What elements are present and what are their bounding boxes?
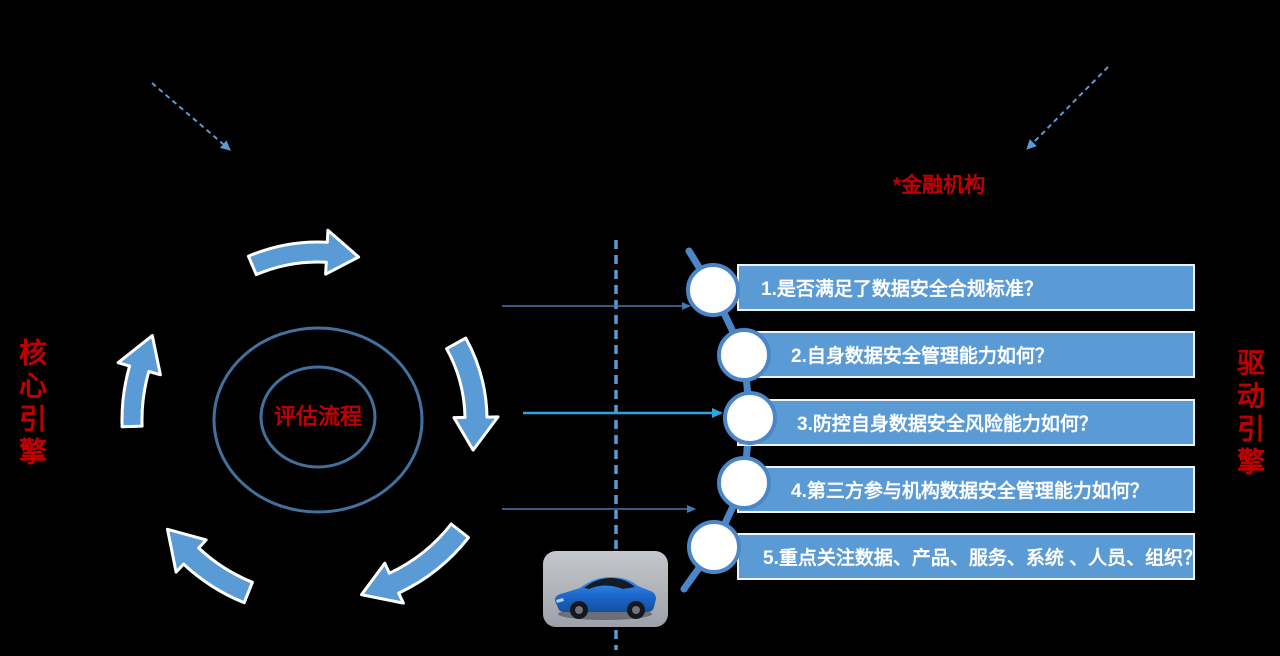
chain-node-4 bbox=[717, 456, 771, 510]
car-roof-glass bbox=[584, 578, 635, 589]
process-outer-circle bbox=[212, 326, 424, 514]
question-text-4: 4.第三方参与机构数据安全管理能力如何？ bbox=[791, 481, 1149, 502]
question-text-1: 1.是否满足了数据安全合规标准？ bbox=[761, 279, 1043, 300]
question-bar-2: 2.自身数据安全管理能力如何？ bbox=[737, 331, 1195, 378]
evaluation-process-label: 评估流程 bbox=[273, 404, 362, 429]
question-bar-4: 4.第三方参与机构数据安全管理能力如何？ bbox=[737, 466, 1195, 513]
financial-institution-label: *金融机构 bbox=[893, 174, 986, 197]
car-image bbox=[543, 551, 668, 627]
chain-node-1 bbox=[686, 263, 740, 317]
process-inner-circle bbox=[259, 365, 377, 469]
chain-node-2 bbox=[717, 328, 771, 382]
cycle-arrow-left bbox=[116, 334, 162, 429]
cycle-arrow-bottom-left bbox=[166, 527, 254, 605]
chain-node-5 bbox=[687, 520, 741, 574]
question-bar-3: 3.防控自身数据安全风险能力如何？ bbox=[737, 399, 1195, 446]
cycle-arrow-top bbox=[246, 228, 361, 277]
chain-node-3 bbox=[723, 391, 777, 445]
drive-engine-label: 驱动引擎 bbox=[1234, 348, 1265, 480]
question-text-5: 5.重点关注数据、产品、服务、系统 、人员、组织？ bbox=[763, 548, 1203, 569]
cycle-arrow-bottom-right bbox=[360, 522, 470, 605]
car-headlight bbox=[556, 598, 564, 603]
dashed-arrow-top-right bbox=[1026, 66, 1109, 150]
dashed-arrow-top-left bbox=[151, 82, 231, 151]
question-bar-1: 1.是否满足了数据安全合规标准？ bbox=[737, 264, 1195, 311]
cycle-arrows-group bbox=[116, 228, 500, 605]
question-text-2: 2.自身数据安全管理能力如何？ bbox=[791, 346, 1054, 367]
car-hub-front bbox=[575, 606, 583, 614]
question-bar-5: 5.重点关注数据、产品、服务、系统 、人员、组织？ bbox=[737, 533, 1202, 580]
core-engine-label: 核心引擎 bbox=[16, 338, 47, 470]
cycle-arrow-right bbox=[445, 336, 500, 452]
car-hub-rear bbox=[632, 606, 640, 614]
question-text-3: 3.防控自身数据安全风险能力如何？ bbox=[797, 414, 1098, 435]
